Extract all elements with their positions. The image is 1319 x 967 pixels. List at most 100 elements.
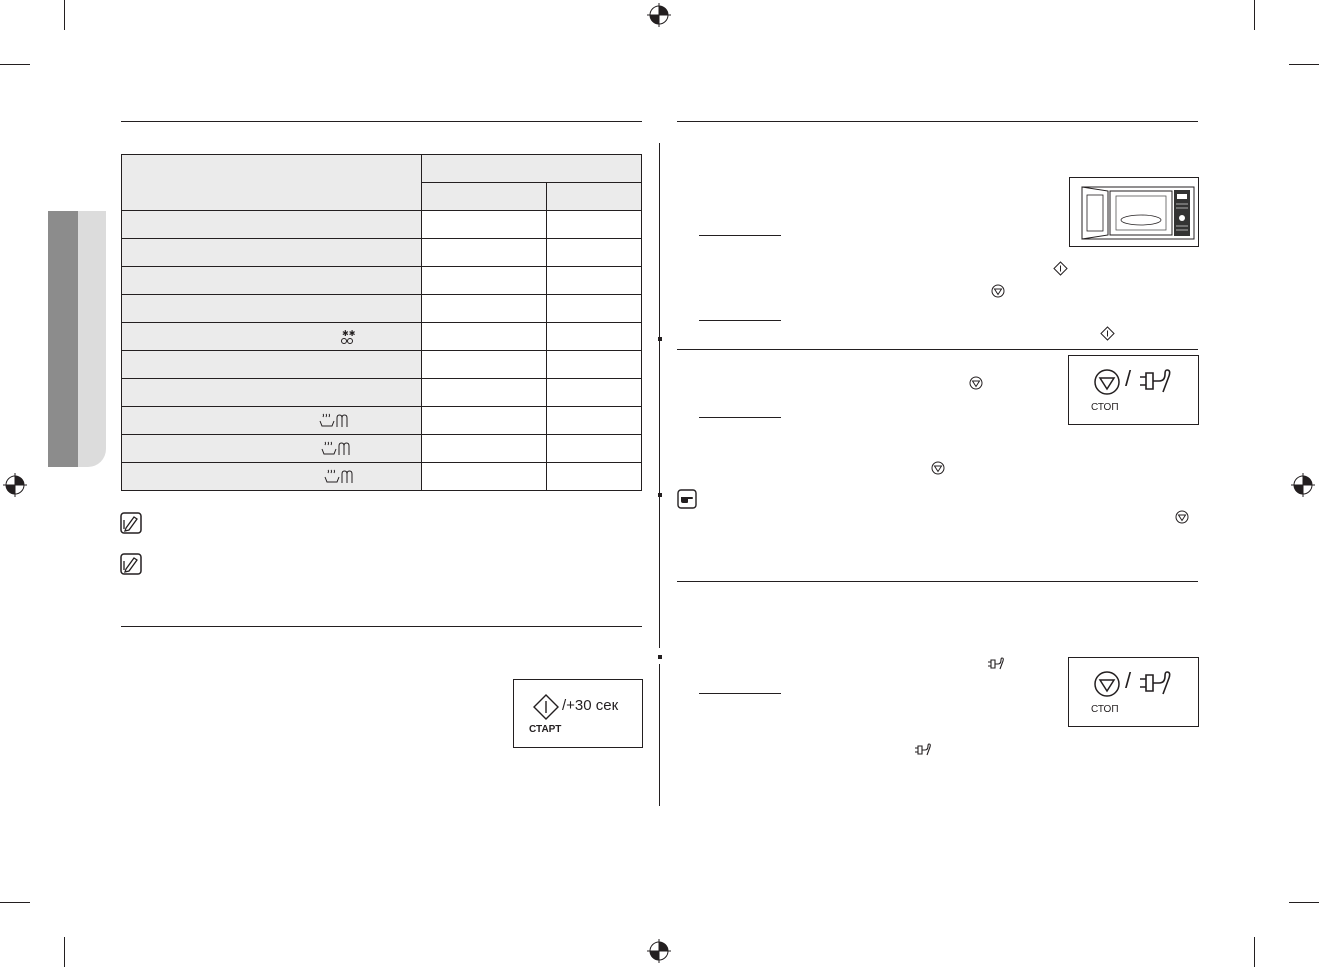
- column-divider: [659, 143, 660, 648]
- column-divider: [659, 664, 660, 806]
- table-row: [121, 350, 642, 379]
- table-cell: [121, 350, 422, 379]
- steam-grill-icon: [319, 413, 347, 427]
- table-cell: [421, 462, 547, 491]
- table-row: [121, 378, 642, 407]
- table-cell: [121, 462, 422, 491]
- crop-mark: [0, 64, 30, 65]
- table-cell: [546, 378, 642, 407]
- start-label: СТАРТ: [529, 724, 562, 735]
- table-header-cell: [121, 154, 422, 211]
- registration-mark-icon: [647, 3, 671, 27]
- table-cell: [121, 238, 422, 267]
- table-cell: [546, 238, 642, 267]
- stop-label: СТОП: [1091, 402, 1119, 413]
- separator-slash: /: [1125, 668, 1132, 693]
- stop-octagon-icon: [1094, 671, 1120, 697]
- table-cell: [421, 238, 547, 267]
- short-rule: [699, 417, 781, 418]
- section-rule: [677, 349, 1198, 350]
- stop-octagon-icon: [1094, 369, 1120, 395]
- table-cell: [421, 210, 547, 239]
- table-row: [121, 238, 642, 267]
- stop-octagon-icon: [991, 284, 1005, 298]
- short-rule: [699, 235, 781, 236]
- start-diamond-icon: [1053, 261, 1068, 276]
- table-row: [121, 462, 642, 491]
- table-cell: [121, 294, 422, 323]
- eco-plug-icon: [1140, 671, 1171, 695]
- steam-grill-icon: [321, 441, 349, 455]
- start-diamond-icon: [533, 694, 559, 720]
- table-cell: [421, 266, 547, 295]
- crop-mark: [1254, 0, 1255, 30]
- table-cell: [546, 406, 642, 435]
- stop-button-panel: / СТОП: [1068, 657, 1199, 727]
- chapter-tab-light: [78, 211, 106, 467]
- table-cell: [546, 210, 642, 239]
- eco-plug-icon: [915, 743, 931, 756]
- table-header-cell: [546, 182, 642, 211]
- table-row: [121, 210, 642, 239]
- table-header-cell: [421, 182, 547, 211]
- table-row: [121, 406, 642, 435]
- microwave-illustration: [1069, 177, 1199, 247]
- crop-mark: [1289, 64, 1319, 65]
- registration-mark-icon: [3, 473, 27, 497]
- table-cell: [546, 322, 642, 351]
- table-row: [121, 294, 642, 323]
- registration-mark-icon: [1291, 473, 1315, 497]
- table-cell: [121, 210, 422, 239]
- registration-mark-icon: [647, 939, 671, 963]
- table-cell: [421, 406, 547, 435]
- table-cell: [121, 406, 422, 435]
- plus-30-sec-label: /+30 сек: [562, 697, 619, 714]
- table-header-cell: [421, 154, 642, 183]
- note-pencil-icon: [120, 512, 142, 534]
- table-cell: [421, 434, 547, 463]
- table-header-row: [121, 154, 642, 211]
- chapter-tab: [48, 211, 106, 467]
- eco-plug-icon: [988, 657, 1004, 670]
- short-rule: [699, 320, 781, 321]
- pointing-hand-icon: [677, 489, 697, 509]
- crop-mark: [1254, 937, 1255, 967]
- stop-octagon-icon: [969, 376, 983, 390]
- section-rule: [677, 581, 1198, 582]
- svg-text:✱✱: ✱✱: [342, 329, 355, 338]
- start-button-panel: /+30 сек СТАРТ: [513, 679, 643, 748]
- table-cell: [546, 350, 642, 379]
- stop-button-panel: / СТОП: [1068, 355, 1199, 425]
- table-cell: [121, 378, 422, 407]
- chapter-tab-dark: [48, 211, 78, 467]
- microwave-open-door-icon: [1081, 186, 1195, 240]
- table-cell: [121, 434, 422, 463]
- short-rule: [699, 693, 781, 694]
- table-cell: [546, 462, 642, 491]
- section-rule: [677, 121, 1198, 122]
- start-diamond-icon: [1100, 326, 1115, 341]
- divider-marker: [658, 655, 662, 659]
- crop-mark: [0, 902, 30, 903]
- table-cell: [421, 350, 547, 379]
- note-pencil-icon: [120, 553, 142, 575]
- table-cell: [121, 266, 422, 295]
- table-cell: ✱✱: [121, 322, 422, 351]
- eco-plug-icon: [1140, 369, 1171, 393]
- cooking-modes-table: ✱✱: [121, 154, 642, 491]
- table-row: [121, 266, 642, 295]
- stop-label: СТОП: [1091, 704, 1119, 715]
- section-rule: [121, 121, 642, 122]
- table-cell: [546, 294, 642, 323]
- table-cell: [421, 294, 547, 323]
- table-cell: [421, 378, 547, 407]
- crop-mark: [64, 0, 65, 30]
- crop-mark: [1289, 902, 1319, 903]
- table-cell: [546, 266, 642, 295]
- section-rule: [121, 626, 642, 627]
- separator-slash: /: [1125, 366, 1132, 391]
- crop-mark: [64, 937, 65, 967]
- defrost-icon: ✱✱: [340, 329, 355, 344]
- stop-octagon-icon: [1175, 510, 1189, 524]
- table-row: ✱✱: [121, 322, 642, 351]
